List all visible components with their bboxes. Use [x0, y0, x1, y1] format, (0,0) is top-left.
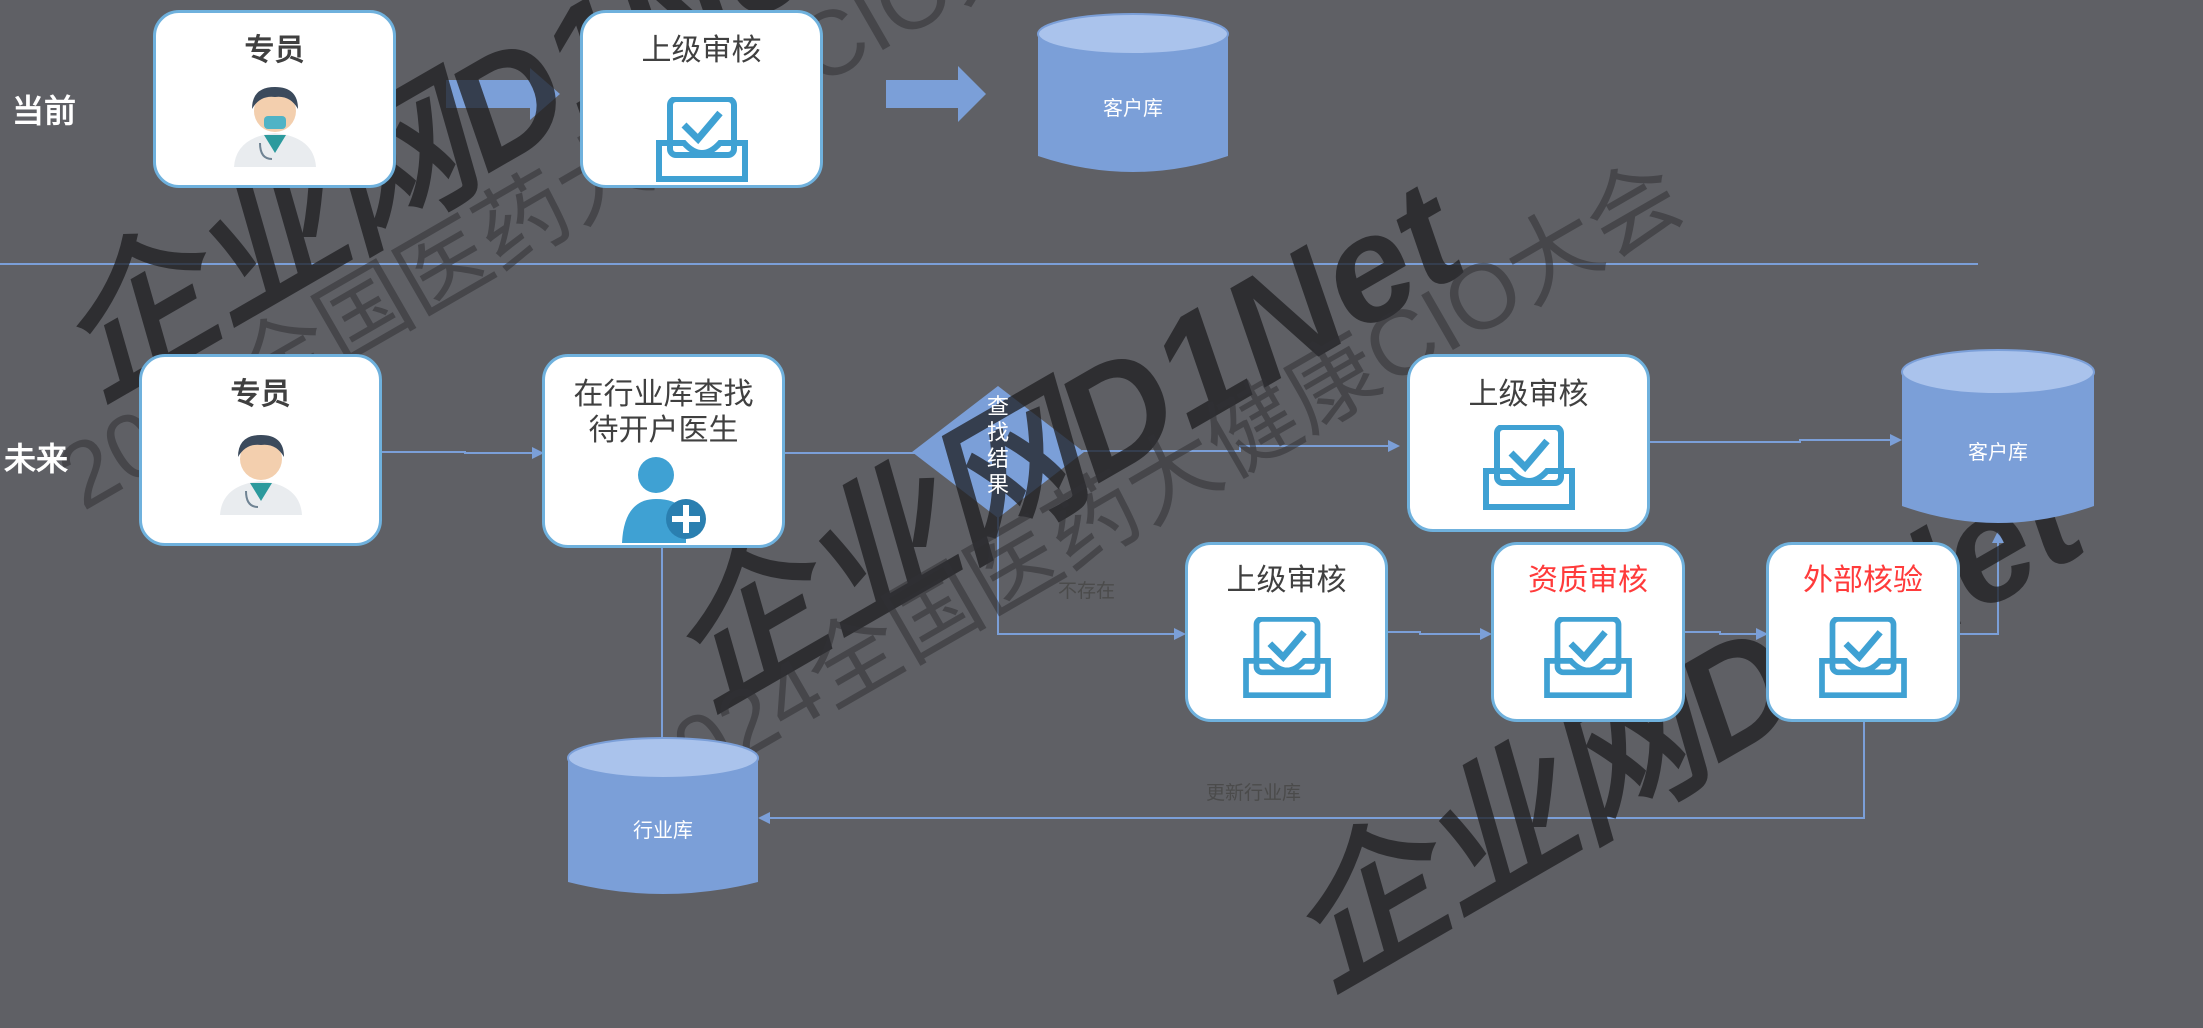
card-future-review-bottom: 上级审核	[1185, 542, 1388, 722]
decision-label: 查找结果	[986, 394, 1009, 497]
edge-staff-to-search	[380, 447, 544, 459]
card-title: 外部核验	[1803, 564, 1923, 597]
row-label-future: 未来	[4, 441, 69, 477]
cylinder-current-customer: 客户库	[1036, 12, 1230, 178]
doctor-avatar-icon	[219, 435, 302, 515]
card-future-search: 在行业库查找 待开户医生	[542, 354, 785, 548]
edge-label-update: 更新行业库	[1206, 783, 1302, 804]
edge-decision-not-exist	[997, 500, 1186, 640]
doctor-avatar-icon	[233, 87, 316, 167]
card-title: 专员	[230, 378, 291, 411]
card-title-line1: 在行业库查找	[573, 378, 754, 411]
card-title: 专员	[244, 34, 305, 67]
edge-review-to-qualification	[1388, 628, 1492, 640]
process-diagram: 企业网D1Net 2024全国医药大健康CIO大会 企业网D1Net 2024全…	[0, 0, 2108, 1018]
inbox-check-icon	[1482, 425, 1575, 510]
cylinder-label: 客户库	[1968, 442, 2028, 464]
edge-decision-to-review	[1082, 440, 1400, 452]
card-title: 资质审核	[1528, 564, 1648, 597]
decision-diamond	[912, 386, 1084, 518]
add-user-icon	[621, 457, 706, 543]
inbox-check-icon	[655, 97, 748, 182]
cylinder-industry-db: 行业库	[566, 736, 760, 896]
cylinder-shape	[1901, 349, 2095, 523]
edge-external-to-customer	[1960, 531, 2004, 635]
inbox-check-icon	[1819, 617, 1907, 699]
card-current-staff: 专员	[153, 10, 396, 188]
card-title: 上级审核	[1468, 378, 1589, 411]
inbox-check-icon	[1544, 617, 1632, 699]
card-future-review-top: 上级审核	[1407, 354, 1650, 532]
card-title-line2: 待开户医生	[588, 414, 739, 447]
card-title: 上级审核	[1226, 564, 1347, 597]
cylinder-shape	[567, 737, 759, 894]
cylinder-label: 行业库	[633, 820, 693, 842]
edge-qualification-to-external	[1685, 628, 1768, 640]
block-arrow-1	[446, 68, 560, 120]
cylinder-future-customer: 客户库	[1900, 348, 2096, 530]
block-arrow-2	[886, 66, 986, 122]
edge-review-to-customer	[1650, 434, 1902, 446]
card-title: 上级审核	[641, 34, 762, 67]
card-future-external: 外部核验	[1766, 542, 1960, 722]
cylinder-shape	[1037, 13, 1229, 172]
card-future-staff: 专员	[139, 354, 382, 546]
row-label-current: 当前	[12, 93, 77, 129]
connectors-layer	[0, 66, 2004, 824]
edge-update-industry	[758, 722, 1865, 824]
card-future-qualification: 资质审核	[1491, 542, 1685, 722]
cylinder-label: 客户库	[1103, 98, 1163, 120]
edge-label-not-exist: 不存在	[1058, 581, 1116, 602]
card-current-review: 上级审核	[580, 10, 823, 188]
inbox-check-icon	[1242, 617, 1331, 699]
